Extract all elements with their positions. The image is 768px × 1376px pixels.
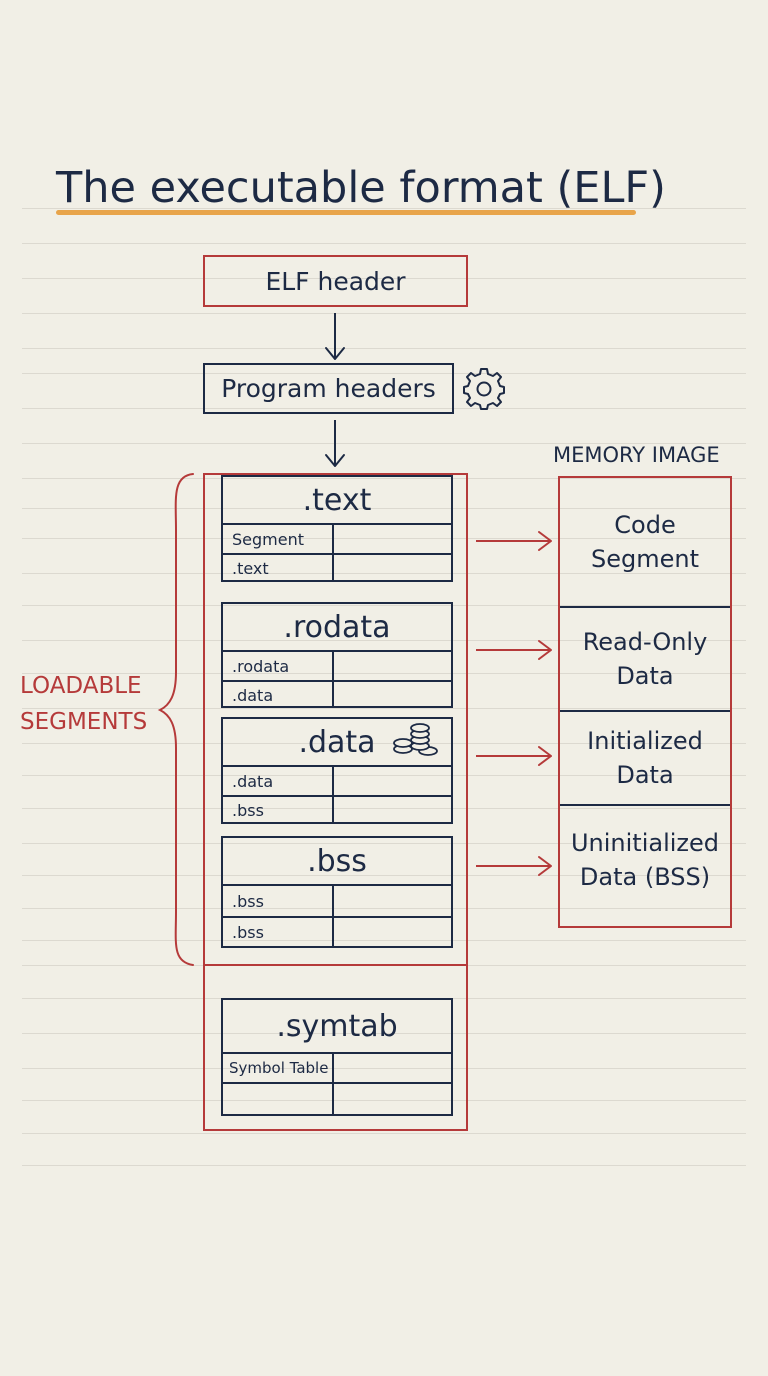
section-symtab: .symtab Symbol Table bbox=[221, 998, 453, 1116]
memory-region-line: Code bbox=[614, 511, 676, 539]
memory-image-label: MEMORY IMAGE bbox=[553, 443, 720, 467]
program-headers-label: Program headers bbox=[221, 374, 436, 403]
paper-rule bbox=[22, 313, 746, 314]
paper-rule bbox=[22, 1133, 746, 1134]
section-cell: .text bbox=[223, 555, 334, 581]
section-cell: .bss bbox=[223, 886, 334, 916]
section-row: .data bbox=[223, 680, 451, 708]
mapping-arrow bbox=[476, 746, 552, 766]
paper-rule bbox=[22, 208, 746, 209]
program-headers-box: Program headers bbox=[203, 363, 454, 414]
section-row: .data bbox=[223, 767, 451, 795]
section-row: .rodata bbox=[223, 652, 451, 680]
elf-file-container bbox=[203, 473, 468, 1131]
section-title: .rodata bbox=[223, 604, 451, 652]
memory-region-line: Uninitialized bbox=[570, 829, 720, 857]
section-title: .data bbox=[223, 719, 451, 767]
section-cell: Symbol Table bbox=[223, 1054, 334, 1082]
memory-region-line: Data bbox=[616, 761, 674, 789]
coins-icon bbox=[393, 723, 438, 756]
loadable-line: LOADABLE bbox=[20, 673, 142, 699]
elf-header-label: ELF header bbox=[265, 266, 406, 296]
down-arrow bbox=[325, 313, 345, 360]
paper-rule bbox=[22, 408, 746, 409]
segments-brace bbox=[157, 473, 194, 966]
paper-rule bbox=[22, 348, 746, 349]
page-title: The executable format (ELF) bbox=[56, 163, 666, 213]
mapping-arrow bbox=[476, 640, 552, 660]
paper-rule bbox=[22, 875, 746, 876]
mapping-arrow bbox=[476, 856, 552, 876]
paper-rule bbox=[22, 640, 746, 641]
paper-rule bbox=[22, 908, 746, 909]
paper-rule bbox=[22, 843, 746, 844]
section-row: .bss bbox=[223, 795, 451, 823]
section-text: .text Segment .text bbox=[221, 475, 453, 582]
section-cell: Segment bbox=[223, 525, 334, 553]
gear-icon bbox=[463, 368, 505, 410]
paper-rule bbox=[22, 1100, 746, 1101]
paper-rule bbox=[22, 743, 746, 744]
section-title: .text bbox=[223, 477, 451, 525]
section-rodata: .rodata .rodata .data bbox=[221, 602, 453, 708]
loadable-segments-label: LOADABLE SEGMENTS bbox=[20, 668, 147, 740]
paper-rule bbox=[22, 775, 746, 776]
section-cell bbox=[223, 1084, 334, 1114]
paper-rule bbox=[22, 1165, 746, 1166]
section-row: Segment bbox=[223, 525, 451, 553]
paper-rule bbox=[22, 708, 746, 709]
segment-divider bbox=[203, 964, 468, 966]
paper-rule bbox=[22, 1033, 746, 1034]
paper-rule bbox=[22, 278, 746, 279]
section-row: .text bbox=[223, 553, 451, 581]
paper-rule bbox=[22, 538, 746, 539]
memory-region-line: Read-Only bbox=[582, 628, 708, 656]
memory-region-line: Data bbox=[616, 662, 674, 690]
paper-rule bbox=[22, 243, 746, 244]
section-cell: .rodata bbox=[223, 652, 334, 680]
down-arrow bbox=[325, 420, 345, 467]
paper-rule bbox=[22, 1068, 746, 1069]
paper-rule bbox=[22, 940, 746, 941]
paper-rule bbox=[22, 673, 746, 674]
paper-rule bbox=[22, 478, 746, 479]
section-row: Symbol Table bbox=[223, 1054, 451, 1082]
section-title: .bss bbox=[223, 838, 451, 886]
memory-region-line: Segment bbox=[591, 545, 699, 573]
paper-rule bbox=[22, 373, 746, 374]
section-cell: .data bbox=[223, 682, 334, 708]
section-row: .bss bbox=[223, 916, 451, 946]
paper-rule bbox=[22, 508, 746, 509]
paper-rule bbox=[22, 605, 746, 606]
paper-rule bbox=[22, 443, 746, 444]
section-cell: .bss bbox=[223, 918, 334, 946]
paper-rule bbox=[22, 573, 746, 574]
mapping-arrow bbox=[476, 531, 552, 551]
elf-header-box: ELF header bbox=[203, 255, 468, 307]
section-row: .bss bbox=[223, 886, 451, 916]
paper-rule bbox=[22, 808, 746, 809]
memory-region-line: Initialized bbox=[587, 727, 703, 755]
title-underline bbox=[56, 210, 636, 215]
section-data: .data .data .bss bbox=[221, 717, 453, 824]
section-row bbox=[223, 1082, 451, 1114]
memory-region-line: Data (BSS) bbox=[579, 863, 711, 891]
section-title: .symtab bbox=[223, 1000, 451, 1054]
section-bss: .bss .bss .bss bbox=[221, 836, 453, 948]
loadable-line: SEGMENTS bbox=[20, 709, 148, 735]
section-cell: .data bbox=[223, 767, 334, 795]
section-cell: .bss bbox=[223, 797, 334, 823]
